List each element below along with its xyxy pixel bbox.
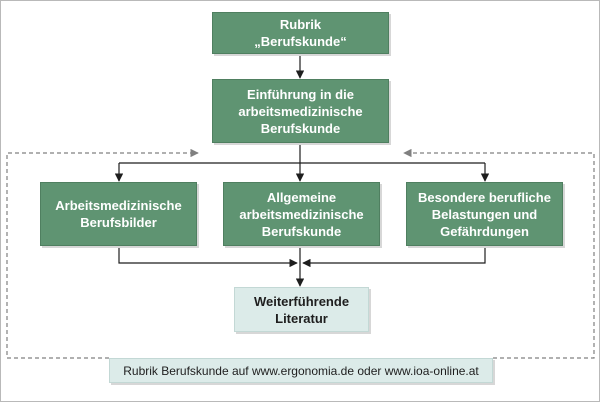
box-arbeitsmedizinische-berufsbilder: Arbeitsmedizinische Berufsbilder (40, 182, 197, 246)
solid-connectors (114, 54, 490, 287)
dashed-left-path (6, 148, 199, 359)
box-besondere-belastungen: Besondere berufliche Belastungen und Gef… (406, 182, 563, 246)
box-allgemeine-berufskunde: Allgemeine arbeitsmedizinische Berufskun… (223, 182, 380, 246)
merge-from-berufsbilder (118, 246, 298, 268)
dashed-feedback-loop (6, 148, 595, 359)
merge-from-besondere (302, 246, 486, 268)
box-einfuehrung: Einführung in die arbeitsmedizinische Be… (212, 79, 389, 143)
dashed-right-path (403, 148, 595, 359)
box-weiterfuehrende-literatur: Weiterführende Literatur (234, 287, 369, 332)
box-rubrik-berufskunde: Rubrik „Berufskunde“ (212, 12, 389, 54)
footer-website-note: Rubrik Berufskunde auf www.ergonomia.de … (109, 358, 493, 383)
